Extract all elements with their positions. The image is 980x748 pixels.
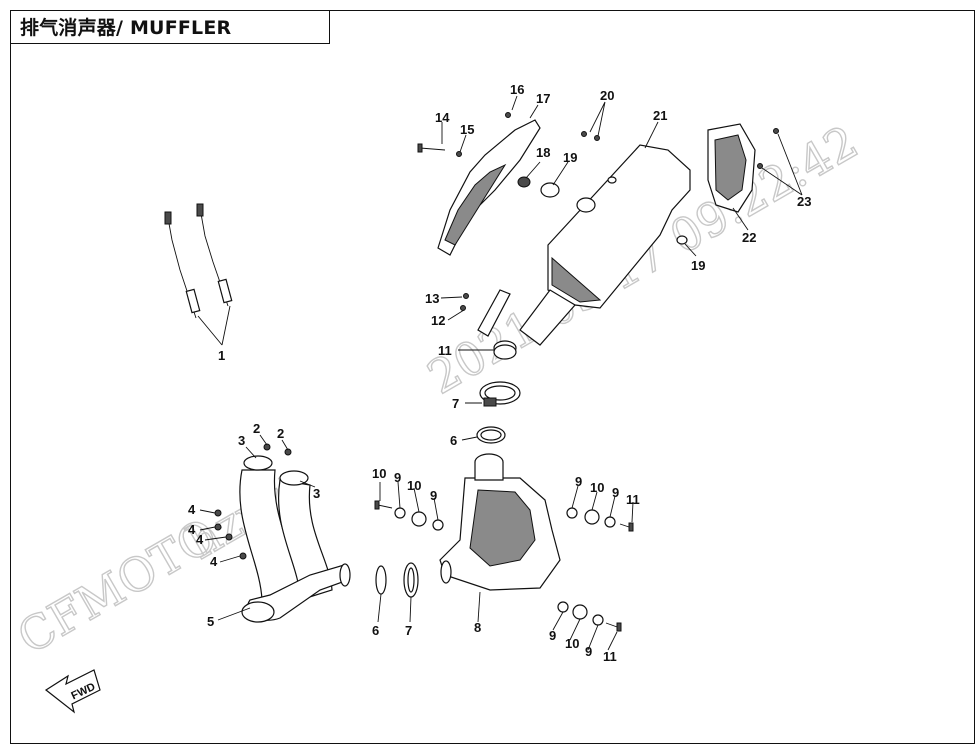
link-pipe-seal bbox=[493, 340, 517, 360]
callout-10b: 10 bbox=[590, 480, 604, 495]
oxygen-sensors bbox=[164, 203, 233, 346]
callout-19b: 19 bbox=[691, 258, 705, 273]
callout-9c: 9 bbox=[575, 474, 582, 489]
callout-10a: 10 bbox=[407, 478, 421, 493]
link-clamp-gasket bbox=[476, 381, 521, 444]
callout-9d: 9 bbox=[612, 485, 619, 500]
callout-4c: 4 bbox=[196, 532, 204, 547]
title-box bbox=[10, 10, 330, 44]
callout-9a: 9 bbox=[394, 470, 401, 485]
callout-1: 1 bbox=[218, 348, 225, 363]
callout-2a: 2 bbox=[253, 421, 260, 436]
callout-8: 8 bbox=[474, 620, 481, 635]
callout-9e: 9 bbox=[549, 628, 556, 643]
callout-4b: 4 bbox=[188, 522, 196, 537]
end-cap bbox=[707, 123, 756, 213]
callout-12: 11 bbox=[438, 343, 452, 358]
callout-3a: 3 bbox=[238, 433, 245, 448]
callout-6a: 6 bbox=[372, 623, 379, 638]
callout-11a: 10 bbox=[372, 466, 386, 481]
fwd-arrow: FWD bbox=[44, 669, 101, 714]
callout-24: 23 bbox=[797, 194, 811, 209]
pre-chamber bbox=[439, 453, 561, 591]
callout-21: 20 bbox=[600, 88, 614, 103]
callout-3b: 3 bbox=[313, 486, 320, 501]
callout-4d: 4 bbox=[210, 554, 218, 569]
callout-15: 14 bbox=[435, 110, 450, 125]
gaskets-lower bbox=[375, 562, 419, 598]
fasteners-upper bbox=[417, 112, 779, 169]
callout-labels: 1 2 2 3 3 4 4 4 4 5 6 6 7 7 8 9 9 9 9 9 … bbox=[188, 82, 811, 664]
header-pipes bbox=[239, 455, 351, 623]
callout-17: 16 bbox=[510, 82, 524, 97]
callout-11c: 11 bbox=[603, 649, 617, 664]
grommets bbox=[517, 176, 688, 245]
callout-11b: 11 bbox=[626, 492, 640, 507]
callout-6b: 6 bbox=[450, 433, 457, 448]
callout-10c: 10 bbox=[565, 636, 579, 651]
callout-5: 5 bbox=[207, 614, 214, 629]
callout-20: 19 bbox=[563, 150, 577, 165]
callout-13: 12 bbox=[431, 313, 445, 328]
callout-22: 21 bbox=[653, 108, 667, 123]
heat-shield-bracket bbox=[437, 119, 541, 256]
page-title: 排气消声器/ MUFFLER bbox=[20, 17, 232, 39]
leader-lines bbox=[199, 95, 803, 651]
callout-16: 15 bbox=[460, 122, 474, 137]
muffler-body bbox=[519, 144, 691, 346]
callout-7b: 7 bbox=[452, 396, 459, 411]
callout-18: 17 bbox=[536, 91, 550, 106]
callout-23: 22 bbox=[742, 230, 756, 245]
bracket bbox=[460, 289, 511, 337]
callout-19a: 18 bbox=[536, 145, 550, 160]
callout-7a: 7 bbox=[405, 623, 412, 638]
callout-9f: 9 bbox=[585, 644, 592, 659]
callout-9b: 9 bbox=[430, 488, 437, 503]
callout-4a: 4 bbox=[188, 502, 196, 517]
callout-14: 13 bbox=[425, 291, 439, 306]
drawing-frame bbox=[10, 10, 975, 744]
callout-2b: 2 bbox=[277, 426, 284, 441]
